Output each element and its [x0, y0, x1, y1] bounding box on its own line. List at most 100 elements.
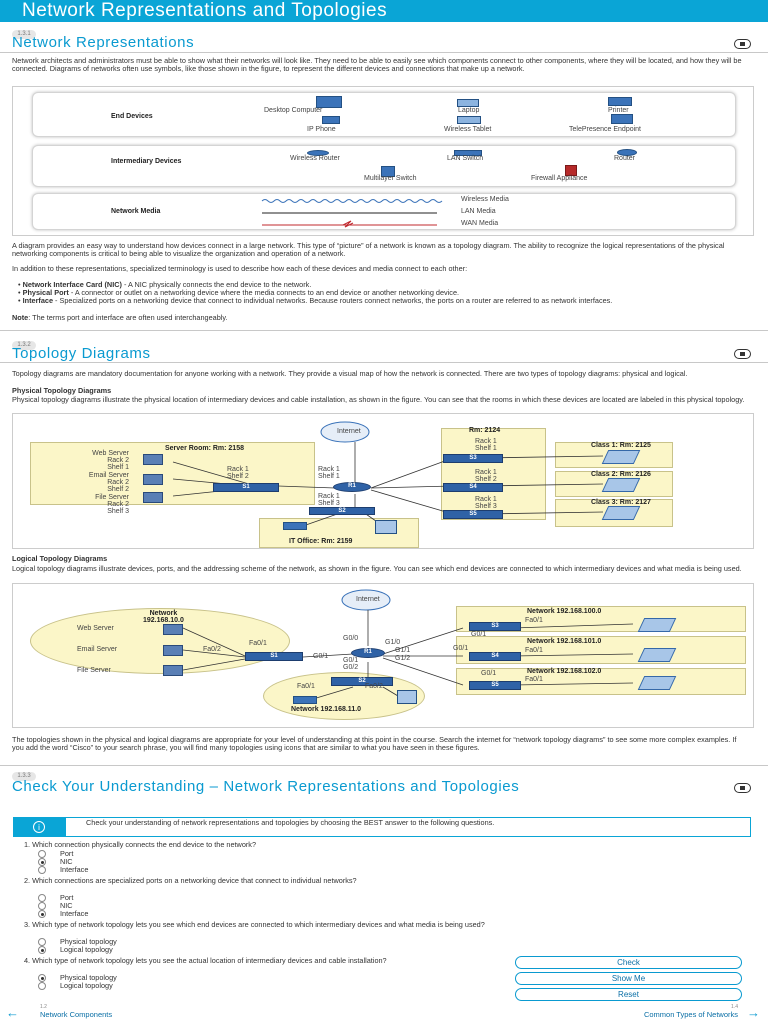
network-area — [456, 668, 746, 695]
network-area — [30, 608, 290, 674]
logical-paragraph: Logical topology diagrams illustrate dev… — [12, 564, 742, 573]
reset-button[interactable]: Reset — [515, 988, 742, 1001]
rack-label: Rack 1 Shelf 1 — [475, 438, 497, 452]
question: 1. Which connection physically connects … — [24, 840, 257, 849]
next-nav-link[interactable]: 1.4 Common Types of Networks → — [560, 1003, 764, 1021]
server-icon — [143, 474, 163, 485]
collapse-icon[interactable] — [734, 39, 751, 49]
port-label: Fa0/1 — [297, 683, 315, 690]
answer-radio[interactable] — [38, 974, 46, 982]
answer-label[interactable]: Port — [60, 893, 74, 902]
answer-label[interactable]: Physical topology — [60, 937, 117, 946]
answer-radio[interactable] — [38, 858, 46, 866]
info-badge: i — [14, 818, 66, 836]
subheading: Logical Topology Diagrams — [12, 554, 108, 563]
server-icon — [143, 492, 163, 503]
answer-label[interactable]: NIC — [60, 901, 73, 910]
printer-icon — [608, 97, 632, 106]
server-icon — [163, 645, 183, 656]
device-label: Router — [614, 155, 636, 162]
room-label: Class 1: Rm: 2125 — [591, 442, 651, 449]
prev-number: 1.2 — [40, 1004, 47, 1010]
port-label: Fa0/1 — [525, 676, 543, 683]
device-label: Printer — [608, 107, 629, 114]
terminology-paragraph: In addition to these representations, sp… — [12, 264, 468, 273]
desktop-computer-icon — [316, 96, 342, 108]
firewall-appliance-icon — [565, 165, 577, 176]
port-label: Fa0/2 — [203, 646, 221, 653]
answer-label[interactable]: Port — [60, 849, 74, 858]
desktop-computer-icon — [375, 520, 397, 534]
network-label: Network 192.168.10.0 — [143, 610, 184, 624]
term-bullet: • Interface - Specialized ports on a net… — [18, 296, 613, 305]
info-icon: i — [33, 821, 45, 833]
answer-label[interactable]: Logical topology — [60, 945, 113, 954]
answer-label[interactable]: Interface — [60, 865, 89, 874]
section-number-badge: 1.3.3 — [12, 772, 36, 781]
room-label: Rm: 2124 — [469, 427, 501, 434]
section-title: Topology Diagrams — [12, 345, 151, 362]
rack-label: Rack 1 Shelf 3 — [475, 496, 497, 510]
answer-label[interactable]: Logical topology — [60, 981, 113, 990]
note-paragraph: Note: The terms port and interface are o… — [12, 313, 228, 322]
physical-topology-figure: Server Room: Rm: 2158 Rm: 2124 Class 1: … — [12, 413, 754, 549]
end-devices-panel: End Devices Desktop Computer Laptop Prin… — [32, 92, 736, 137]
server-label: Web Server Rack 2 Shelf 1 — [92, 450, 129, 471]
answer-radio[interactable] — [38, 894, 46, 902]
laptop-icon — [601, 506, 641, 520]
network-symbols-figure: End Devices Desktop Computer Laptop Prin… — [12, 86, 754, 236]
prev-nav-link[interactable]: ← 1.2 Network Components — [6, 1003, 206, 1021]
end-devices-label: End Devices — [111, 113, 153, 120]
ip-phone-icon — [322, 116, 340, 124]
room-label: Class 2: Rm: 2126 — [591, 471, 651, 478]
port-label: G1/2 — [395, 655, 411, 662]
laptop-icon — [457, 99, 479, 107]
question: 2. Which connections are specialized por… — [24, 876, 357, 885]
server-icon — [163, 665, 183, 676]
section-title: Network Representations — [12, 34, 195, 51]
answer-radio[interactable] — [38, 910, 46, 918]
answer-label[interactable]: Interface — [60, 909, 89, 918]
answer-radio[interactable] — [38, 938, 46, 946]
server-icon — [143, 454, 163, 465]
port-label: G0/1 — [453, 645, 469, 652]
wireless-tablet-icon — [457, 116, 481, 124]
intro-paragraph: Topology diagrams are mandatory document… — [12, 369, 688, 378]
answer-radio[interactable] — [38, 946, 46, 954]
rm-2124-area — [441, 428, 546, 520]
answer-label[interactable]: NIC — [60, 857, 73, 866]
port-label: G1/1 — [395, 647, 411, 654]
answer-radio[interactable] — [38, 850, 46, 858]
device-label: Wireless Router — [290, 155, 340, 162]
question: 3. Which type of network topology lets y… — [24, 920, 485, 929]
show-me-button[interactable]: Show Me — [515, 972, 742, 985]
arrow-right-icon: → — [747, 1005, 760, 1020]
next-label: Common Types of Networks — [643, 1010, 738, 1019]
laptop-icon — [637, 676, 677, 690]
port-label: Fa0/1 — [249, 640, 267, 647]
port-label: Fa0/1 — [525, 647, 543, 654]
answer-radio[interactable] — [38, 982, 46, 990]
check-button[interactable]: Check — [515, 956, 742, 969]
answer-radio[interactable] — [38, 866, 46, 874]
printer-icon — [293, 696, 317, 704]
cloud-label: Internet — [337, 428, 361, 435]
intro-paragraph: Network architects and administrators mu… — [12, 56, 742, 73]
media-label: Wireless Media — [461, 196, 509, 203]
printer-icon — [283, 522, 307, 530]
prev-label: Network Components — [40, 1010, 113, 1019]
laptop-icon — [637, 648, 677, 662]
term-bullet: • Physical Port - A connector or outlet … — [18, 288, 460, 297]
rack-label: Rack 1 Shelf 2 — [227, 466, 249, 480]
server-label: Web Server — [77, 625, 114, 632]
answer-radio[interactable] — [38, 902, 46, 910]
server-room-area — [30, 442, 315, 505]
info-callout: i Check your understanding of network re… — [13, 817, 751, 837]
router-icon: R1 — [333, 482, 371, 492]
class-area — [555, 442, 673, 468]
device-label: TelePresence Endpoint — [569, 126, 641, 133]
collapse-icon[interactable] — [734, 783, 751, 793]
collapse-icon[interactable] — [734, 349, 751, 359]
answer-label[interactable]: Physical topology — [60, 973, 117, 982]
switch-icon: S5 — [469, 681, 521, 690]
